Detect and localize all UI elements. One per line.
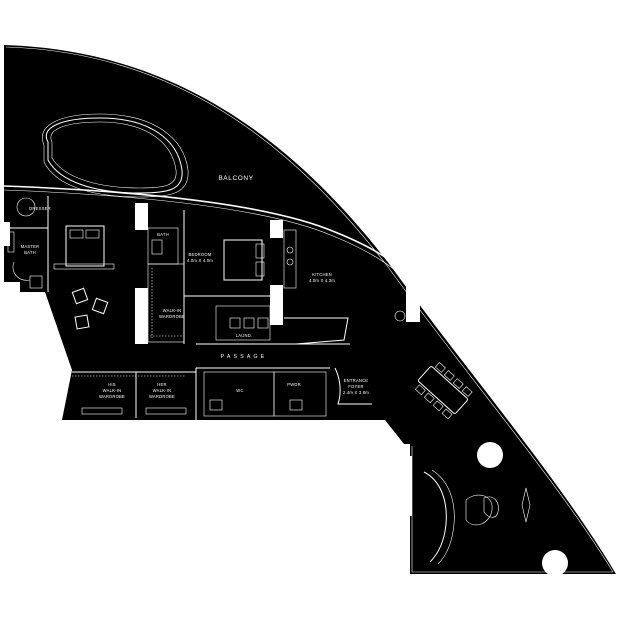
label-walkin-line2: WARDROBE bbox=[159, 314, 185, 319]
balcony-boundary-inner bbox=[3, 189, 428, 305]
master-bed bbox=[53, 225, 115, 270]
label-bedroom-line2: 4.0m X 4.0m bbox=[187, 258, 213, 263]
label-hers-line3: WARDROBE bbox=[149, 394, 175, 399]
label-his-line2: WALK-IN bbox=[103, 388, 122, 393]
wall-block bbox=[270, 220, 283, 238]
label-wc: WC bbox=[236, 388, 243, 393]
label-bath: BATH bbox=[157, 232, 169, 237]
label-bedroom-line1: BEDROOM bbox=[188, 252, 211, 257]
column bbox=[477, 442, 503, 468]
label-pwdr: PWDR bbox=[287, 382, 301, 387]
label-balcony: BALCONY bbox=[218, 175, 253, 182]
floor-plate bbox=[4, 45, 616, 574]
label-entrance-line2: FOYER bbox=[348, 384, 363, 389]
label-his-line1: HIS bbox=[108, 382, 116, 387]
lounge-chairs bbox=[71, 287, 109, 330]
wall-block bbox=[135, 203, 148, 230]
wall-block bbox=[270, 285, 283, 325]
label-his-line3: WARDROBE bbox=[99, 394, 125, 399]
label-passage: PASSAGE bbox=[221, 354, 268, 360]
wall-block bbox=[135, 288, 148, 344]
label-laundry: LAUND. bbox=[236, 333, 253, 338]
living-sofa bbox=[423, 469, 499, 565]
label-walkin-line1: WALK-IN bbox=[163, 308, 182, 313]
label-dresser: DRESSER bbox=[29, 206, 51, 211]
label-master-bath-line2: BATH bbox=[24, 250, 36, 255]
label-master-bath-line1: MASTER bbox=[21, 244, 40, 249]
wall-notch bbox=[4, 222, 10, 246]
label-hers-line2: WALK-IN bbox=[153, 388, 172, 393]
wc-pwdr bbox=[203, 371, 327, 417]
bath-fixture bbox=[151, 239, 163, 255]
bedroom-bed bbox=[223, 239, 265, 281]
master-bath bbox=[4, 196, 49, 292]
wall-notch bbox=[4, 282, 20, 294]
laundry-room bbox=[215, 305, 271, 341]
floor-lamp bbox=[521, 487, 531, 523]
plant-icon bbox=[394, 310, 406, 322]
label-hers-line1: HER bbox=[157, 382, 166, 387]
wall-notch bbox=[406, 456, 412, 516]
wardrobe-block bbox=[72, 368, 197, 420]
wall-block bbox=[406, 286, 420, 322]
balcony-boundary bbox=[3, 185, 431, 301]
perimeter-outline bbox=[5, 46, 614, 573]
label-entrance-line1: ENTRANCE bbox=[344, 378, 369, 383]
kitchen-counter bbox=[283, 229, 349, 345]
dining-table bbox=[414, 362, 473, 420]
balcony-planter bbox=[42, 113, 189, 198]
label-kitchen-line1: KITCHEN bbox=[312, 272, 332, 277]
label-entrance-line3: 2.4m X 3.8m bbox=[343, 390, 369, 395]
column bbox=[542, 550, 568, 576]
label-kitchen-line2: 4.0m X 4.3m bbox=[309, 278, 335, 283]
